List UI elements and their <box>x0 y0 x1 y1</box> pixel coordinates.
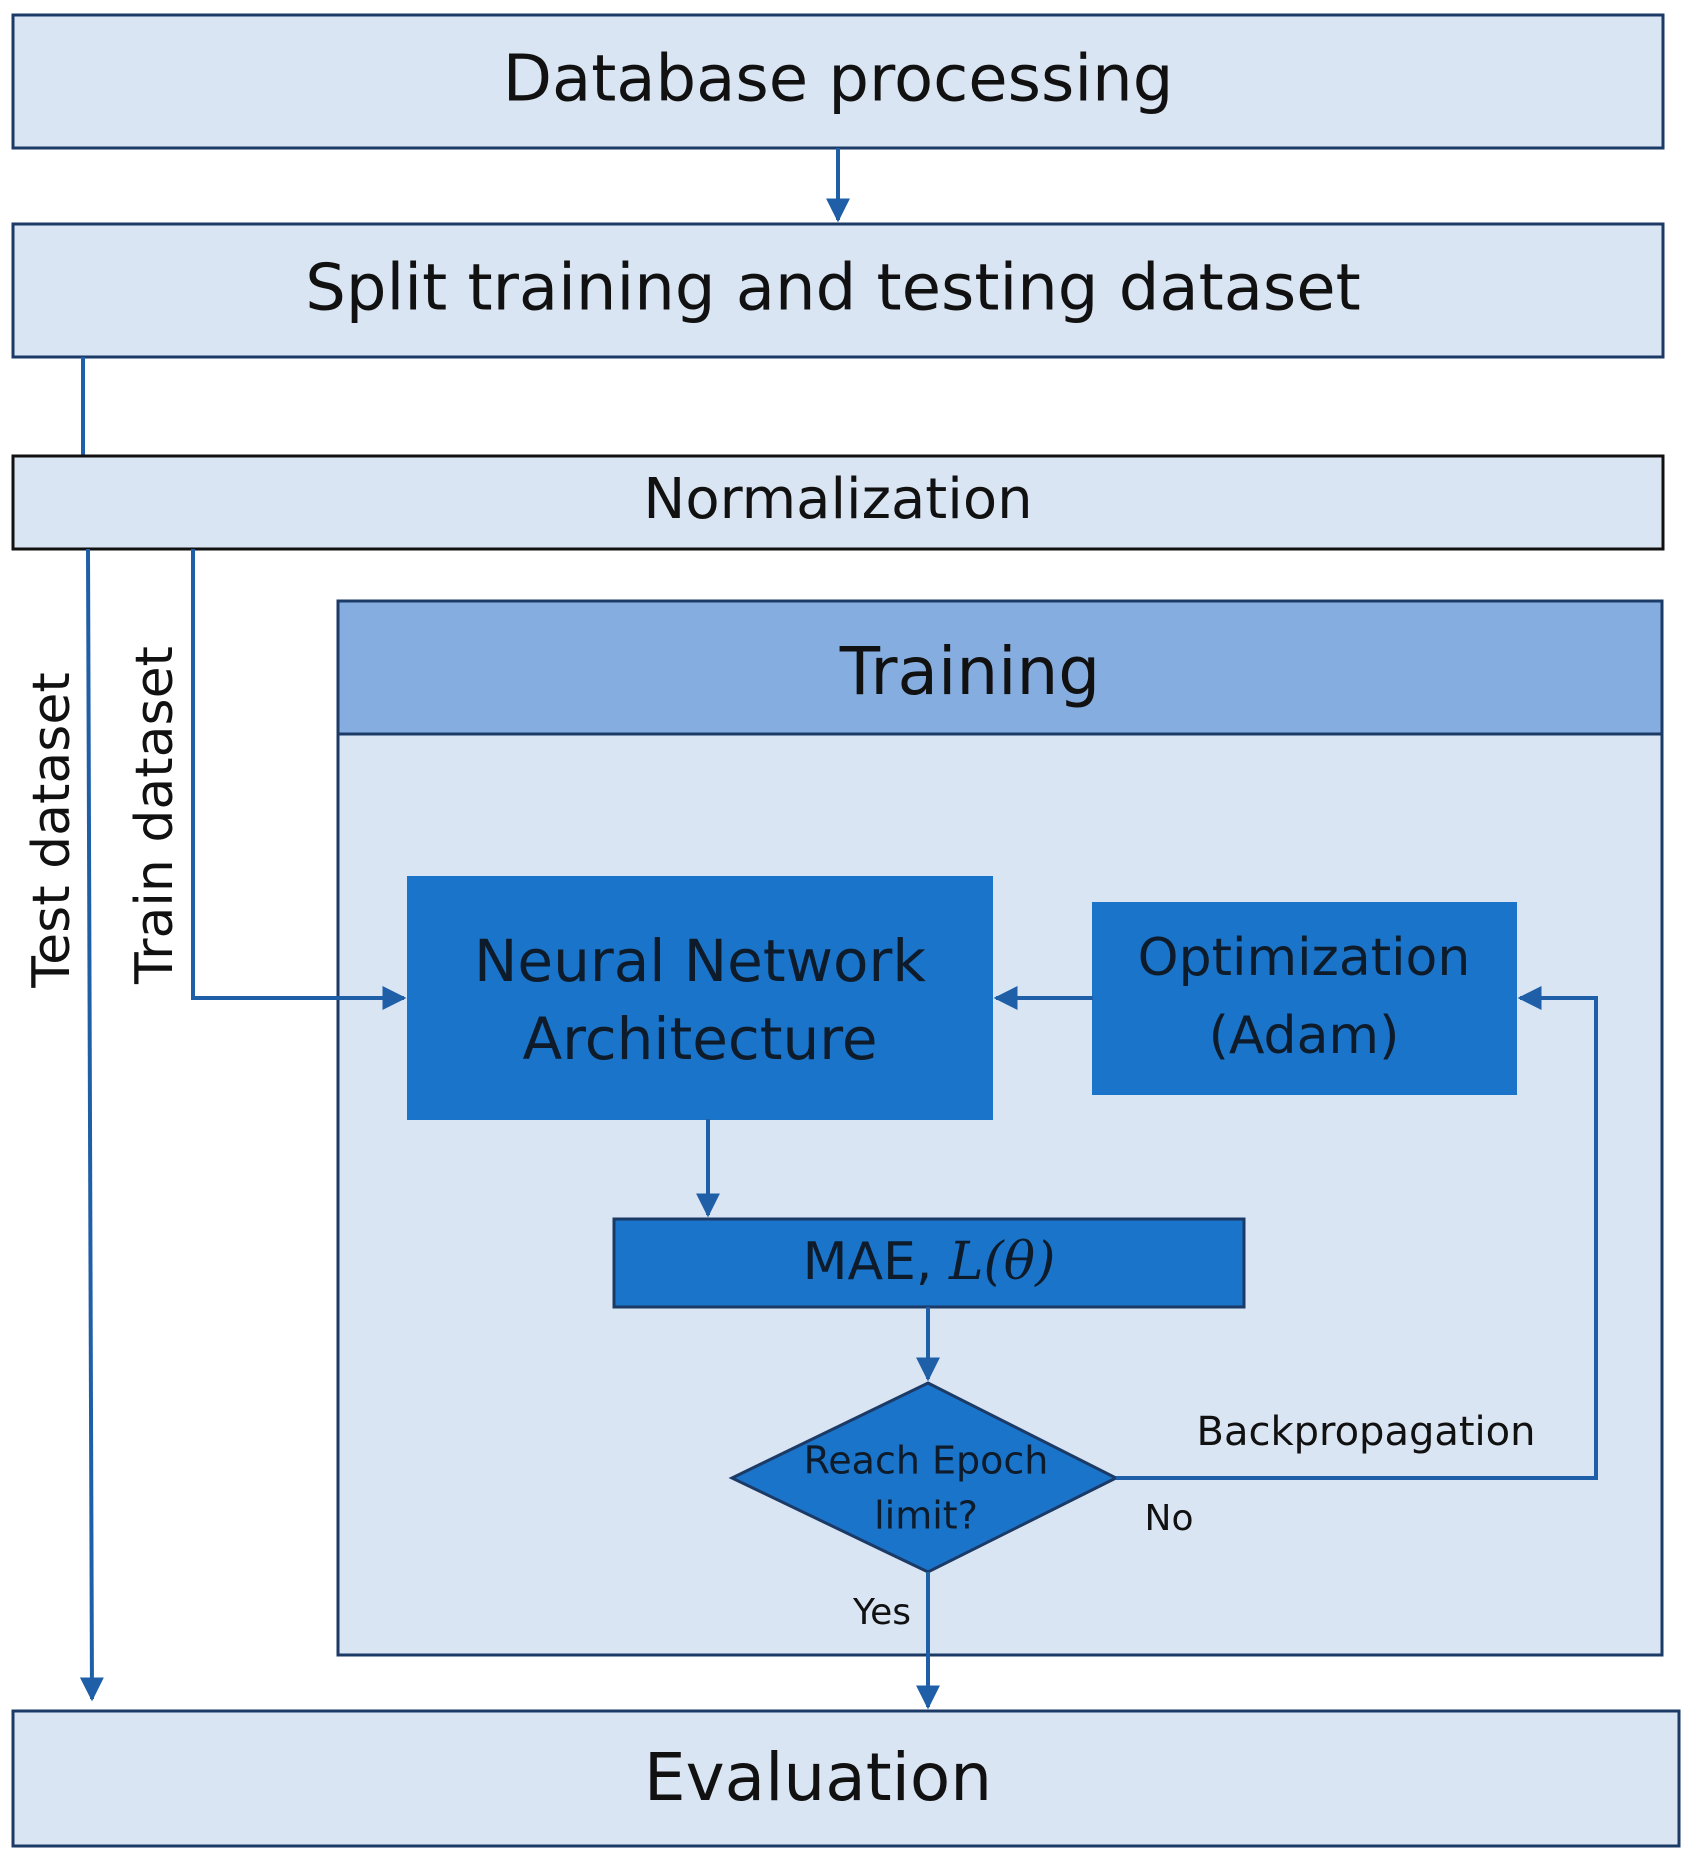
decision-label-line1: Reach Epoch <box>804 1439 1049 1483</box>
split-dataset-label: Split training and testing dataset <box>305 252 1360 326</box>
database-processing-label: Database processing <box>503 43 1174 117</box>
neural-network-label-line2: Architecture <box>522 1005 877 1073</box>
loss-label: MAE, L(θ) <box>803 1232 1056 1293</box>
decision-label-line2: limit? <box>874 1494 978 1538</box>
neural-network-label-line1: Neural Network <box>474 927 926 995</box>
optimization-label-line1: Optimization <box>1138 928 1471 988</box>
optimization-label-line2: (Adam) <box>1209 1006 1400 1066</box>
database-processing-box: Database processing <box>11 13 1665 150</box>
backpropagation-label: Backpropagation <box>1197 1409 1536 1455</box>
split-dataset-box: Split training and testing dataset <box>11 222 1665 359</box>
loss-label-symbol: L(θ) <box>948 1232 1055 1292</box>
no-label: No <box>1145 1498 1194 1539</box>
training-header <box>336 599 1664 736</box>
test-dataset-arrow <box>79 548 104 1702</box>
loss-box: MAE, L(θ) <box>612 1217 1246 1309</box>
loss-label-prefix: MAE, <box>803 1232 949 1292</box>
neural-network-box: Neural Network Architecture <box>407 876 993 1120</box>
evaluation-box: Evaluation <box>11 1709 1681 1848</box>
backpropagation-arrow <box>1116 986 1598 1480</box>
training-title: Training <box>839 633 1100 710</box>
train-dataset-arrow <box>191 549 407 1010</box>
test-dataset-label: Test dataset <box>22 672 82 989</box>
normalization-box: Normalization <box>11 454 1665 551</box>
yes-label: Yes <box>852 1592 911 1633</box>
optimization-box: Optimization (Adam) <box>1092 902 1517 1095</box>
train-dataset-label: Train dataset <box>125 646 185 985</box>
evaluation-label: Evaluation <box>644 1739 992 1816</box>
normalization-label: Normalization <box>643 467 1032 532</box>
